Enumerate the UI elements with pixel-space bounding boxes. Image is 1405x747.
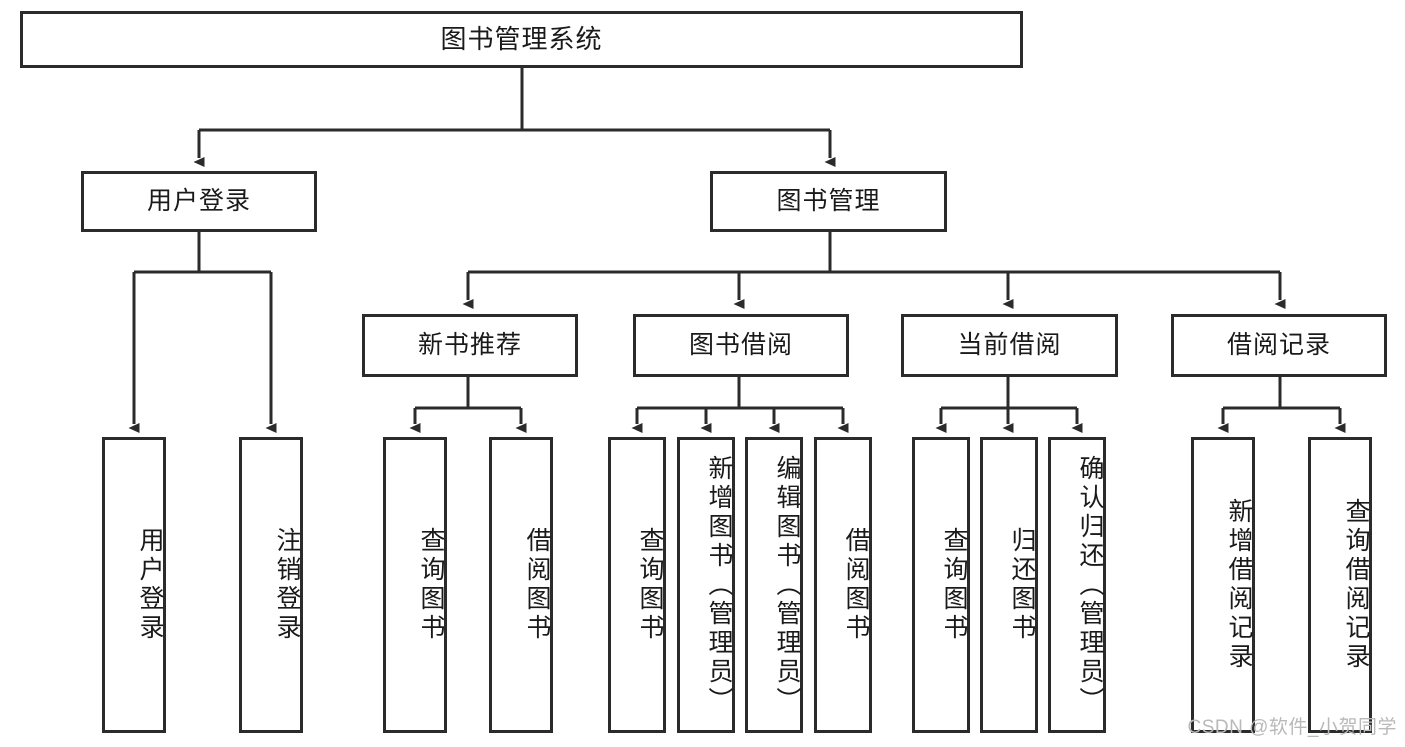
leaf-query-borrow-record[interactable]: 查询借阅记录 [1308,437,1372,733]
leaf-borrow-book-recommend[interactable]: 借阅图书 [489,437,553,733]
node-label: 新增图书（管理员） [705,454,733,716]
node-label: 借阅记录 [1226,330,1331,359]
node-label: 用户登录 [146,186,251,215]
node-book-borrow[interactable]: 图书借阅 [633,314,849,377]
node-label: 注销登录 [273,527,301,643]
leaf-add-book-admin[interactable]: 新增图书（管理员） [677,437,735,733]
node-label: 查询图书 [940,527,968,643]
node-label: 确认归还（管理员） [1076,454,1104,716]
leaf-confirm-return-admin[interactable]: 确认归还（管理员） [1048,437,1106,733]
leaf-query-book-recommend[interactable]: 查询图书 [383,437,447,733]
node-label: 归还图书 [1008,527,1036,643]
node-label: 当前借阅 [957,330,1062,359]
node-label: 图书借阅 [688,330,793,359]
leaf-add-borrow-record[interactable]: 新增借阅记录 [1191,437,1255,733]
node-label: 用户登录 [136,527,164,643]
leaf-borrow-book-borrow[interactable]: 借阅图书 [814,437,872,733]
node-label: 借阅图书 [523,527,551,643]
node-label: 查询图书 [417,527,445,643]
node-label: 借阅图书 [842,527,870,643]
node-book-management[interactable]: 图书管理 [710,171,947,232]
node-user-login[interactable]: 用户登录 [81,171,317,232]
node-borrow-record[interactable]: 借阅记录 [1171,314,1387,377]
node-new-book-recommend[interactable]: 新书推荐 [362,314,578,377]
node-label: 图书管理 [776,186,881,215]
leaf-query-book-current[interactable]: 查询图书 [912,437,970,733]
leaf-edit-book-admin[interactable]: 编辑图书（管理员） [745,437,803,733]
node-label: 新增借阅记录 [1225,498,1253,672]
node-label: 新书推荐 [417,330,522,359]
node-root-book-management-system[interactable]: 图书管理系统 [20,11,1023,68]
node-current-borrow[interactable]: 当前借阅 [901,314,1118,377]
node-label: 编辑图书（管理员） [773,454,801,716]
leaf-query-book-borrow[interactable]: 查询图书 [608,437,666,733]
leaf-user-login[interactable]: 用户登录 [102,437,166,733]
leaf-logout-login[interactable]: 注销登录 [239,437,303,733]
watermark-text: CSDN @软件_小贺同学 [1187,717,1397,738]
node-label: 查询借阅记录 [1342,498,1370,672]
node-label: 查询图书 [636,527,664,643]
node-label: 图书管理系统 [440,24,603,55]
leaf-return-book[interactable]: 归还图书 [980,437,1038,733]
